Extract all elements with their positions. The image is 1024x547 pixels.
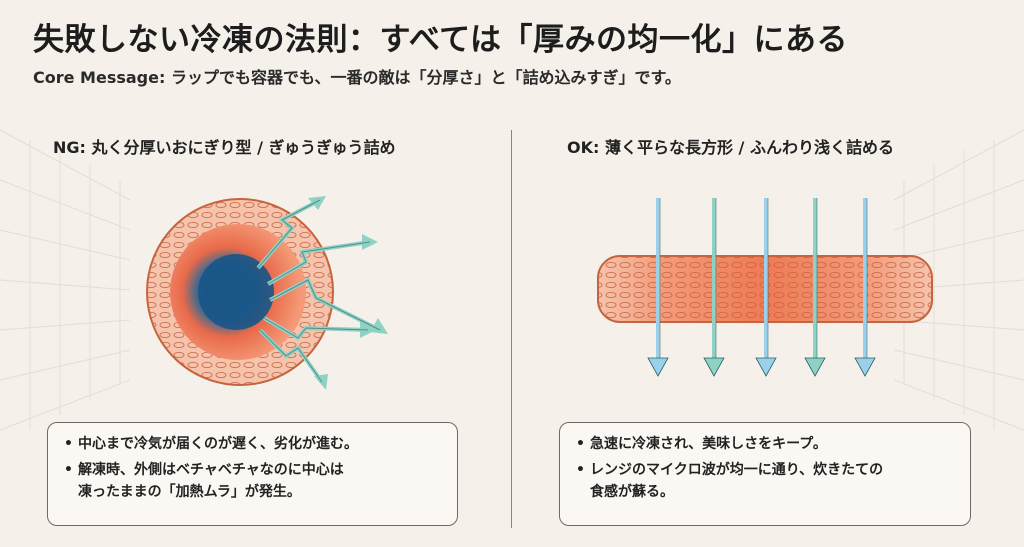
ok-note-line: 急速に冷凍され、美味しさをキープ。 [590, 436, 827, 452]
page-title: 失敗しない冷凍の法則：すべては「厚みの均一化」にある [33, 22, 848, 58]
ok-note-line: 食感が蘇る。 [590, 484, 674, 500]
ng-note-line: 凍ったままの「加熱ムラ」が発生。 [78, 484, 301, 500]
ng-note-line: 解凍時、外側はベチャベチャなのに中心は [78, 462, 344, 478]
ok-note-line: レンジのマイクロ波が均一に通り、炊きたての [590, 462, 884, 478]
ng-heading: NG: 丸く分厚いおにぎり型 / ぎゅうぎゅう詰め [53, 138, 396, 157]
ng-note-item: 中心まで冷気が届くのが遅く、劣化が進む。 [62, 433, 443, 455]
panel-divider [511, 130, 512, 528]
ng-note-item: 解凍時、外側はベチャベチャなのに中心は 凍ったままの「加熱ムラ」が発生。 [62, 459, 443, 503]
ok-heading: OK: 薄く平らな長方形 / ふんわり浅く詰める [567, 138, 894, 157]
core-message: Core Message: ラップでも容器でも、一番の敵は「分厚さ」と「詰め込み… [33, 68, 681, 87]
ok-flat-rice-illustration [597, 198, 933, 377]
ng-round-rice-ball-illustration [146, 196, 388, 390]
ok-note-item: レンジのマイクロ波が均一に通り、炊きたての 食感が蘇る。 [574, 459, 956, 503]
ok-notes-box: 急速に冷凍され、美味しさをキープ。 レンジのマイクロ波が均一に通り、炊きたての … [559, 422, 971, 526]
ng-note-line: 中心まで冷気が届くのが遅く、劣化が進む。 [78, 436, 358, 452]
ok-note-item: 急速に冷凍され、美味しさをキープ。 [574, 433, 956, 455]
ng-notes-box: 中心まで冷気が届くのが遅く、劣化が進む。 解凍時、外側はベチャベチャなのに中心は… [47, 422, 458, 526]
